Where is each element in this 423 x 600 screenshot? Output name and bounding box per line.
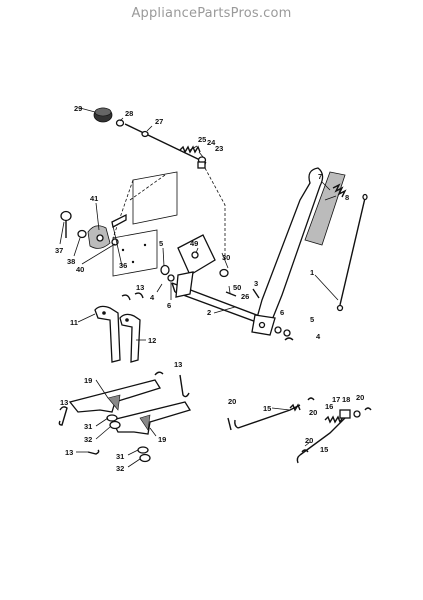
threaded-rod-27 <box>124 123 201 161</box>
callout-18: 18 <box>342 395 350 404</box>
guide-line <box>204 167 226 260</box>
callout-37: 37 <box>55 246 63 255</box>
callout-6-left: 6 <box>167 301 171 310</box>
callout-28: 28 <box>125 109 133 118</box>
watermark: AppliancePartsPros.com <box>131 6 292 21</box>
lift-link-11 <box>94 305 121 363</box>
bushing-5 <box>160 264 170 276</box>
callout-11: 11 <box>70 318 78 327</box>
callout-1: 1 <box>310 268 314 277</box>
callout-23: 23 <box>215 144 223 153</box>
lower-lift-arm-19-upper <box>68 379 161 413</box>
callout-16: 16 <box>325 402 333 411</box>
callout-36: 36 <box>119 261 127 270</box>
pivot-cam-41 <box>87 225 111 249</box>
callout-50: 50 <box>233 283 241 292</box>
callout-2: 2 <box>207 308 211 317</box>
washer-6 <box>167 274 175 282</box>
callout-25: 25 <box>198 135 206 144</box>
callout-31-upper: 31 <box>84 422 92 431</box>
callout-20-mid: 20 <box>309 408 317 417</box>
callout-5-right: 5 <box>310 315 314 324</box>
callout-32-lower: 32 <box>116 464 124 473</box>
handle-grip-7 <box>304 171 346 246</box>
nut-23 <box>197 161 206 169</box>
callout-6-right: 6 <box>280 308 284 317</box>
callout-49: 49 <box>190 239 198 248</box>
callout-20-right: 20 <box>356 393 364 402</box>
callout-7: 7 <box>318 172 322 181</box>
cotter-pin-3 <box>252 288 260 299</box>
callout-27: 27 <box>155 117 163 126</box>
lift-arm-bracket <box>175 234 216 298</box>
adjuster-block-18 <box>339 409 361 419</box>
spring-16-17 <box>289 403 344 424</box>
washers-31-32-lower <box>137 446 151 463</box>
callout-15-lower: 15 <box>320 445 328 454</box>
bolt-37 <box>60 210 72 238</box>
bushing-38 <box>77 229 87 239</box>
lift-link-12 <box>119 313 141 363</box>
callout-29: 29 <box>74 104 82 113</box>
pin-36 <box>111 213 127 228</box>
callout-20-lower: 20 <box>305 436 313 445</box>
guide-line <box>129 174 166 201</box>
washer-28 <box>115 119 125 127</box>
leader-lines <box>59 107 339 468</box>
adjustment-knob-29 <box>93 107 113 123</box>
callout-15-upper: 15 <box>263 404 271 413</box>
callout-31-lower: 31 <box>116 452 124 461</box>
callout-13-top: 13 <box>136 283 144 292</box>
callout-24: 24 <box>207 138 216 147</box>
lift-spring-8 <box>332 183 347 198</box>
callout-19-lower: 19 <box>158 435 166 444</box>
washer-30 <box>219 268 229 278</box>
callout-12: 12 <box>148 336 156 345</box>
right-washers-5-6-4 <box>274 326 294 341</box>
callout-19-upper: 19 <box>84 376 92 385</box>
callout-38: 38 <box>67 257 75 266</box>
callout-5-left: 5 <box>159 239 163 248</box>
lift-link-rod-1 <box>336 193 368 312</box>
callout-40: 40 <box>76 265 84 274</box>
callout-20-left: 20 <box>228 397 236 406</box>
callout-4-right: 4 <box>316 332 321 341</box>
callout-41: 41 <box>90 194 98 203</box>
lower-lift-arm-19-lower <box>111 401 192 435</box>
mounting-bracket-plate <box>112 171 178 277</box>
callout-4-left: 4 <box>150 293 155 302</box>
clips-13-lower <box>58 371 190 455</box>
callout-8: 8 <box>345 193 349 202</box>
lift-lever <box>251 167 324 336</box>
callout-13-mid: 13 <box>174 360 182 369</box>
callout-30: 30 <box>222 253 230 262</box>
bolt-26 <box>225 291 237 297</box>
washers-31-32-upper <box>106 414 121 430</box>
link-clips-13 <box>121 292 144 301</box>
clips-20 <box>227 397 372 453</box>
callout-26: 26 <box>241 292 249 301</box>
callout-13-left: 13 <box>60 398 68 407</box>
spring-25 <box>179 145 201 154</box>
callout-32-upper: 32 <box>84 435 92 444</box>
callout-3: 3 <box>254 279 258 288</box>
callout-17: 17 <box>332 395 340 404</box>
callout-labels: 29 28 27 25 24 23 7 8 1 41 37 38 40 36 5… <box>55 104 364 473</box>
callout-13-bottom: 13 <box>65 448 73 457</box>
